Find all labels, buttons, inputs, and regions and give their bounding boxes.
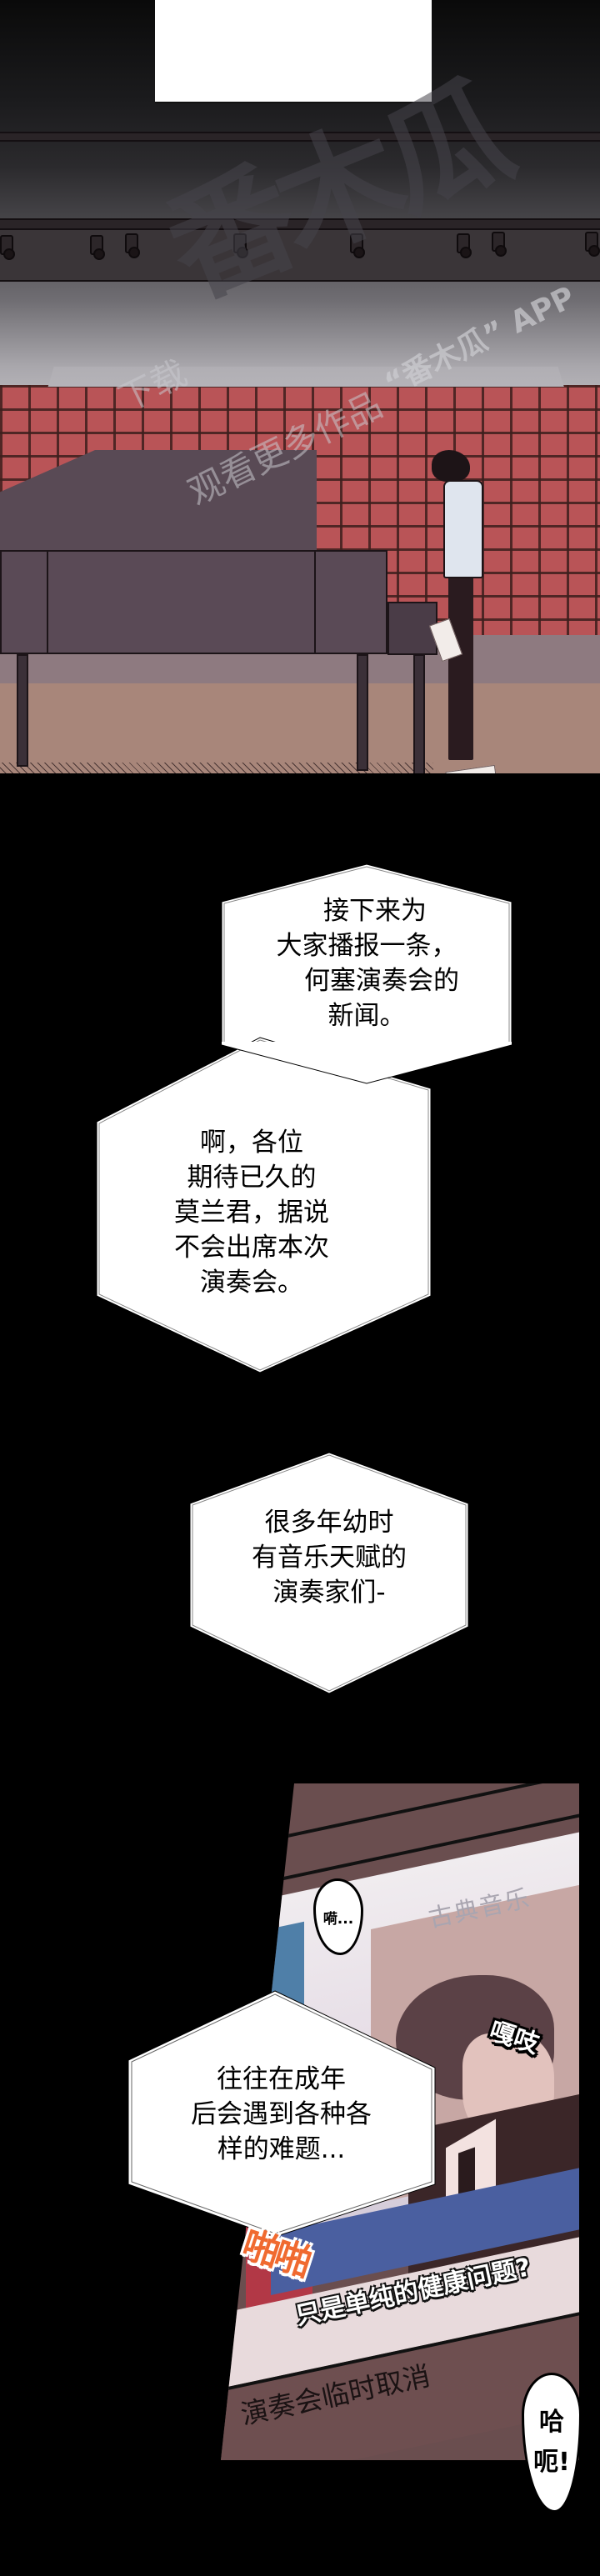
piano-leg bbox=[17, 654, 28, 767]
man-legs bbox=[448, 577, 473, 760]
seats-back-wall bbox=[0, 367, 600, 387]
panel-concert-hall: 番木瓜 “番木瓜” APP 下载 观看更多作品 bbox=[0, 0, 600, 773]
hexagon-bubble-shape bbox=[189, 1452, 469, 1694]
piano-leg bbox=[357, 654, 368, 771]
narration-line: 啊，各位 bbox=[200, 1128, 303, 1158]
piano-leg bbox=[413, 654, 425, 773]
narration-line: 期待已久的 bbox=[187, 1163, 317, 1193]
stage-light-icon bbox=[125, 233, 140, 258]
lighting-truss-upper bbox=[0, 132, 600, 142]
stage-light-icon bbox=[90, 235, 105, 260]
narration-line: 莫兰君，据说 bbox=[174, 1198, 329, 1228]
narration-bubble-1: 接下来为 大家播报一条， 何塞演奏会的 新闻。 bbox=[218, 862, 515, 1087]
narration-line: 新闻。 bbox=[328, 1001, 406, 1031]
narration-line: 不会出席本次 bbox=[174, 1233, 329, 1263]
narration-line: 有音乐天赋的 bbox=[252, 1543, 407, 1573]
piano-body bbox=[0, 550, 388, 654]
piano-shadow bbox=[0, 763, 433, 773]
speech-text: 哈 bbox=[539, 2408, 564, 2437]
man-white-shirt bbox=[443, 480, 483, 578]
narration-line: 演奏会。 bbox=[200, 1268, 303, 1298]
stage-light-icon bbox=[492, 232, 507, 257]
narration-line: 样的难题... bbox=[217, 2134, 346, 2164]
stage-light-icon bbox=[0, 235, 15, 260]
hexagon-bubble-shape bbox=[96, 1037, 432, 1373]
stage-light-icon bbox=[233, 233, 248, 258]
speech-text: 嗬... bbox=[322, 1910, 354, 1928]
stage-floor bbox=[0, 683, 600, 773]
narration-bubble-3: 很多年幼时 有音乐天赋的 演奏家们- bbox=[187, 1450, 472, 1696]
man-head bbox=[432, 450, 470, 482]
narration-line: 接下来为 bbox=[323, 896, 427, 926]
narration-line: 后会遇到各种各 bbox=[191, 2099, 372, 2129]
stage-light-icon bbox=[457, 233, 472, 258]
speech-bubble-ha: 哈 呃! bbox=[522, 2373, 582, 2513]
narration-line: 往往在成年 bbox=[217, 2064, 346, 2094]
narration-bubble-4: 往往在成年 后会遇到各种各 样的难题... bbox=[125, 1988, 438, 2238]
narration-text: 往往在成年 后会遇到各种各 样的难题... bbox=[125, 2062, 438, 2167]
narration-text: 接下来为 大家播报一条， 何塞演奏会的 新闻。 bbox=[218, 893, 515, 1033]
blank-screen bbox=[155, 0, 432, 103]
speech-bubble-heh: 嗬... bbox=[313, 1878, 363, 1955]
narration-text: 啊，各位 期待已久的 莫兰君，据说 不会出席本次 演奏会。 bbox=[93, 1125, 410, 1300]
narration-bubble-2: 啊，各位 期待已久的 莫兰君，据说 不会出席本次 演奏会。 bbox=[93, 1035, 435, 1377]
narration-line: 演奏家们- bbox=[272, 1578, 386, 1608]
lighting-truss-lower bbox=[0, 218, 600, 230]
stage-light-icon bbox=[585, 232, 600, 257]
narration-line: 何塞演奏会的 bbox=[304, 966, 459, 996]
hexagon-bubble-shape bbox=[128, 1990, 436, 2238]
tv-frame-line bbox=[221, 1783, 579, 1852]
narration-line: 很多年幼时 bbox=[264, 1508, 394, 1538]
stage-light-icon bbox=[350, 233, 365, 258]
speech-text: 呃! bbox=[533, 2448, 570, 2477]
narration-line: 大家播报一条， bbox=[276, 931, 458, 961]
narration-text: 很多年幼时 有音乐天赋的 演奏家们- bbox=[187, 1505, 472, 1610]
